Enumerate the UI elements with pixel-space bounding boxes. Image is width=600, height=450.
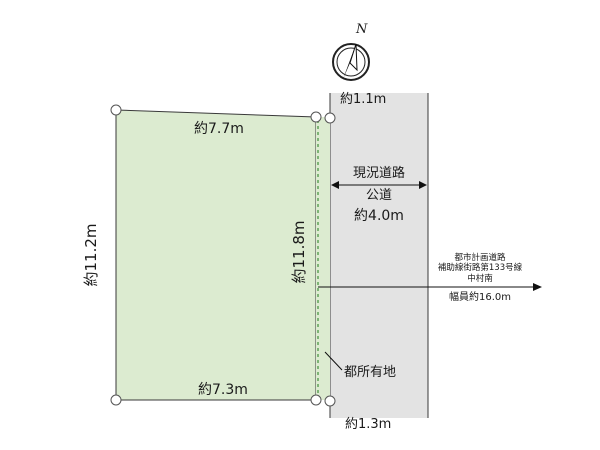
metro-land-leader bbox=[324, 351, 343, 371]
road-status: 現況道路 bbox=[353, 165, 405, 181]
corner-bottom-right bbox=[310, 394, 322, 406]
corner-bottom-road bbox=[324, 395, 336, 407]
road-width: 約4.0m bbox=[354, 208, 404, 224]
city-road-line2: 補助線街路第133号線 bbox=[438, 262, 523, 273]
road-area bbox=[330, 93, 428, 418]
dim-road-bottom-offset: 約1.3m bbox=[345, 417, 391, 432]
road-type: 公道 bbox=[366, 188, 392, 203]
corner-bottom-left bbox=[110, 394, 122, 406]
north-letter: N bbox=[355, 22, 368, 37]
city-road-arrow bbox=[318, 283, 542, 291]
lot-polygon bbox=[115, 109, 317, 401]
north-arrow-icon: N bbox=[332, 22, 370, 81]
metro-land-label: 都所有地 bbox=[344, 365, 396, 380]
city-road-width: 幅員約16.0m bbox=[449, 290, 511, 303]
dim-road-top-offset: 約1.1m bbox=[340, 92, 386, 107]
corner-top-left bbox=[110, 104, 122, 116]
dim-top: 約7.7m bbox=[194, 121, 244, 137]
city-road-line3: 中村南 bbox=[467, 273, 493, 284]
dim-right: 約11.8m bbox=[290, 220, 308, 283]
dim-left: 約11.2m bbox=[82, 223, 100, 286]
metro-land-strip bbox=[316, 117, 330, 400]
dim-bottom: 約7.3m bbox=[198, 382, 248, 398]
corner-top-road bbox=[324, 112, 336, 124]
road-width-arrow bbox=[331, 181, 427, 189]
corner-top-right bbox=[310, 111, 322, 123]
city-road-line1: 都市計画道路 bbox=[454, 252, 506, 263]
